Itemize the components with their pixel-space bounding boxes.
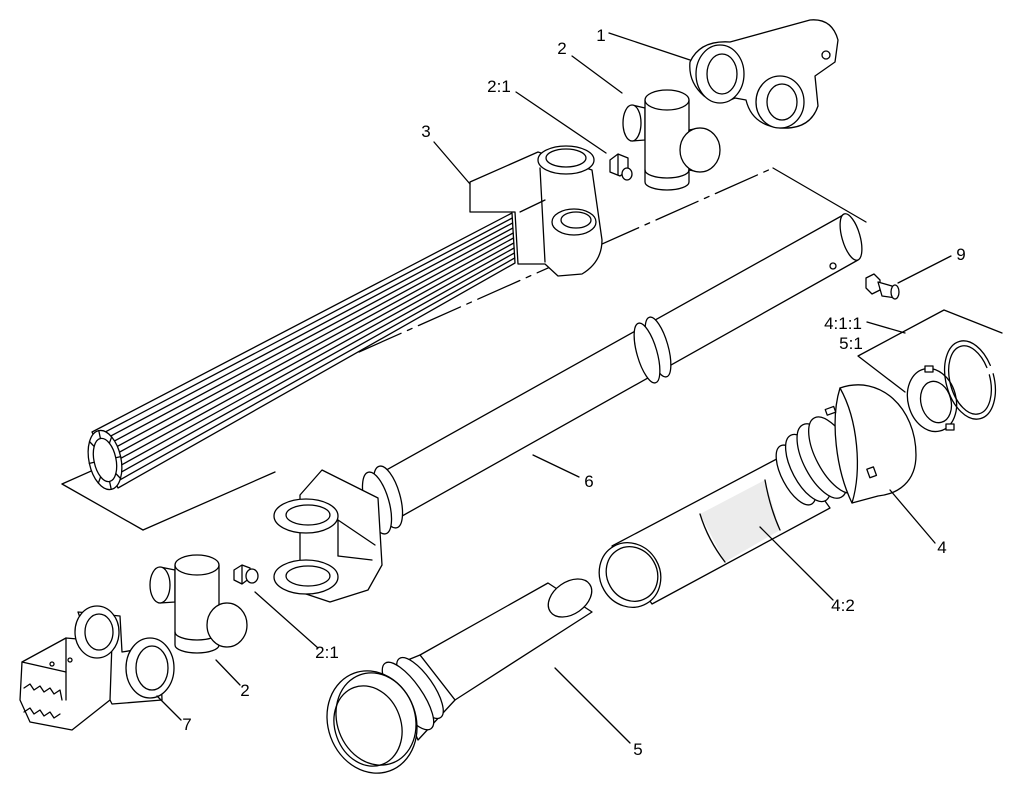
callout-3: 3	[421, 122, 430, 141]
callout-2-1-top: 2:1	[487, 77, 511, 96]
leader-line-3	[433, 141, 471, 185]
ring-group-outline	[857, 309, 1003, 393]
callout-1: 1	[596, 26, 605, 45]
grease-fitting-9	[865, 273, 900, 300]
bearing-ring	[906, 365, 958, 433]
leader-line-2-1-top	[515, 91, 607, 154]
cross-bearing-bottom	[149, 554, 248, 654]
callout-2-top: 2	[557, 39, 566, 58]
leader-line-4-1-1	[866, 321, 906, 334]
cross-bearing-top	[622, 89, 721, 191]
leader-line-6	[532, 454, 580, 478]
guard-tube	[598, 451, 831, 608]
shaft-yoke	[469, 145, 603, 277]
spline-bore	[23, 683, 63, 719]
callout-4-2: 4:2	[831, 596, 855, 615]
leader-line-9	[897, 255, 952, 284]
splined-shaft	[87, 212, 516, 491]
leader-lines	[156, 32, 952, 744]
outer-guard	[775, 384, 917, 506]
leader-line-2-bottom	[215, 659, 241, 686]
leader-line-7	[156, 695, 182, 721]
grease-fitting-bottom	[233, 564, 259, 585]
end-yoke	[689, 19, 839, 129]
callout-9: 9	[956, 245, 965, 264]
callout-2-1-bottom: 2:1	[315, 643, 339, 662]
callout-5-1: 5:1	[839, 334, 863, 353]
callout-4: 4	[937, 538, 946, 557]
tube-hole	[829, 262, 837, 270]
leader-line-4	[889, 489, 936, 544]
snap-ring	[943, 340, 997, 420]
grease-fitting-top	[609, 153, 633, 181]
leader-line-4-2	[759, 526, 834, 601]
tube-yoke	[273, 469, 383, 603]
callout-5: 5	[633, 740, 642, 759]
bell-guard	[326, 578, 593, 774]
leader-line-1	[608, 32, 691, 61]
splined-yoke	[19, 605, 175, 731]
spline-end-face	[87, 429, 123, 491]
callout-6: 6	[584, 472, 593, 491]
callout-2-bottom: 2	[240, 681, 249, 700]
leader-line-2-1-bottom	[254, 591, 319, 649]
leader-line-5	[554, 667, 631, 744]
callout-labels: 1 2 2:1 3 9 4:1:1 5:1 6 4 4:2 2:1 2 7 5	[182, 26, 965, 759]
tube-collar	[633, 316, 672, 384]
callout-4-1-1: 4:1:1	[824, 314, 862, 333]
leader-line-2-top	[571, 55, 623, 94]
spline-grooves	[93, 217, 516, 484]
callout-7: 7	[182, 715, 191, 734]
